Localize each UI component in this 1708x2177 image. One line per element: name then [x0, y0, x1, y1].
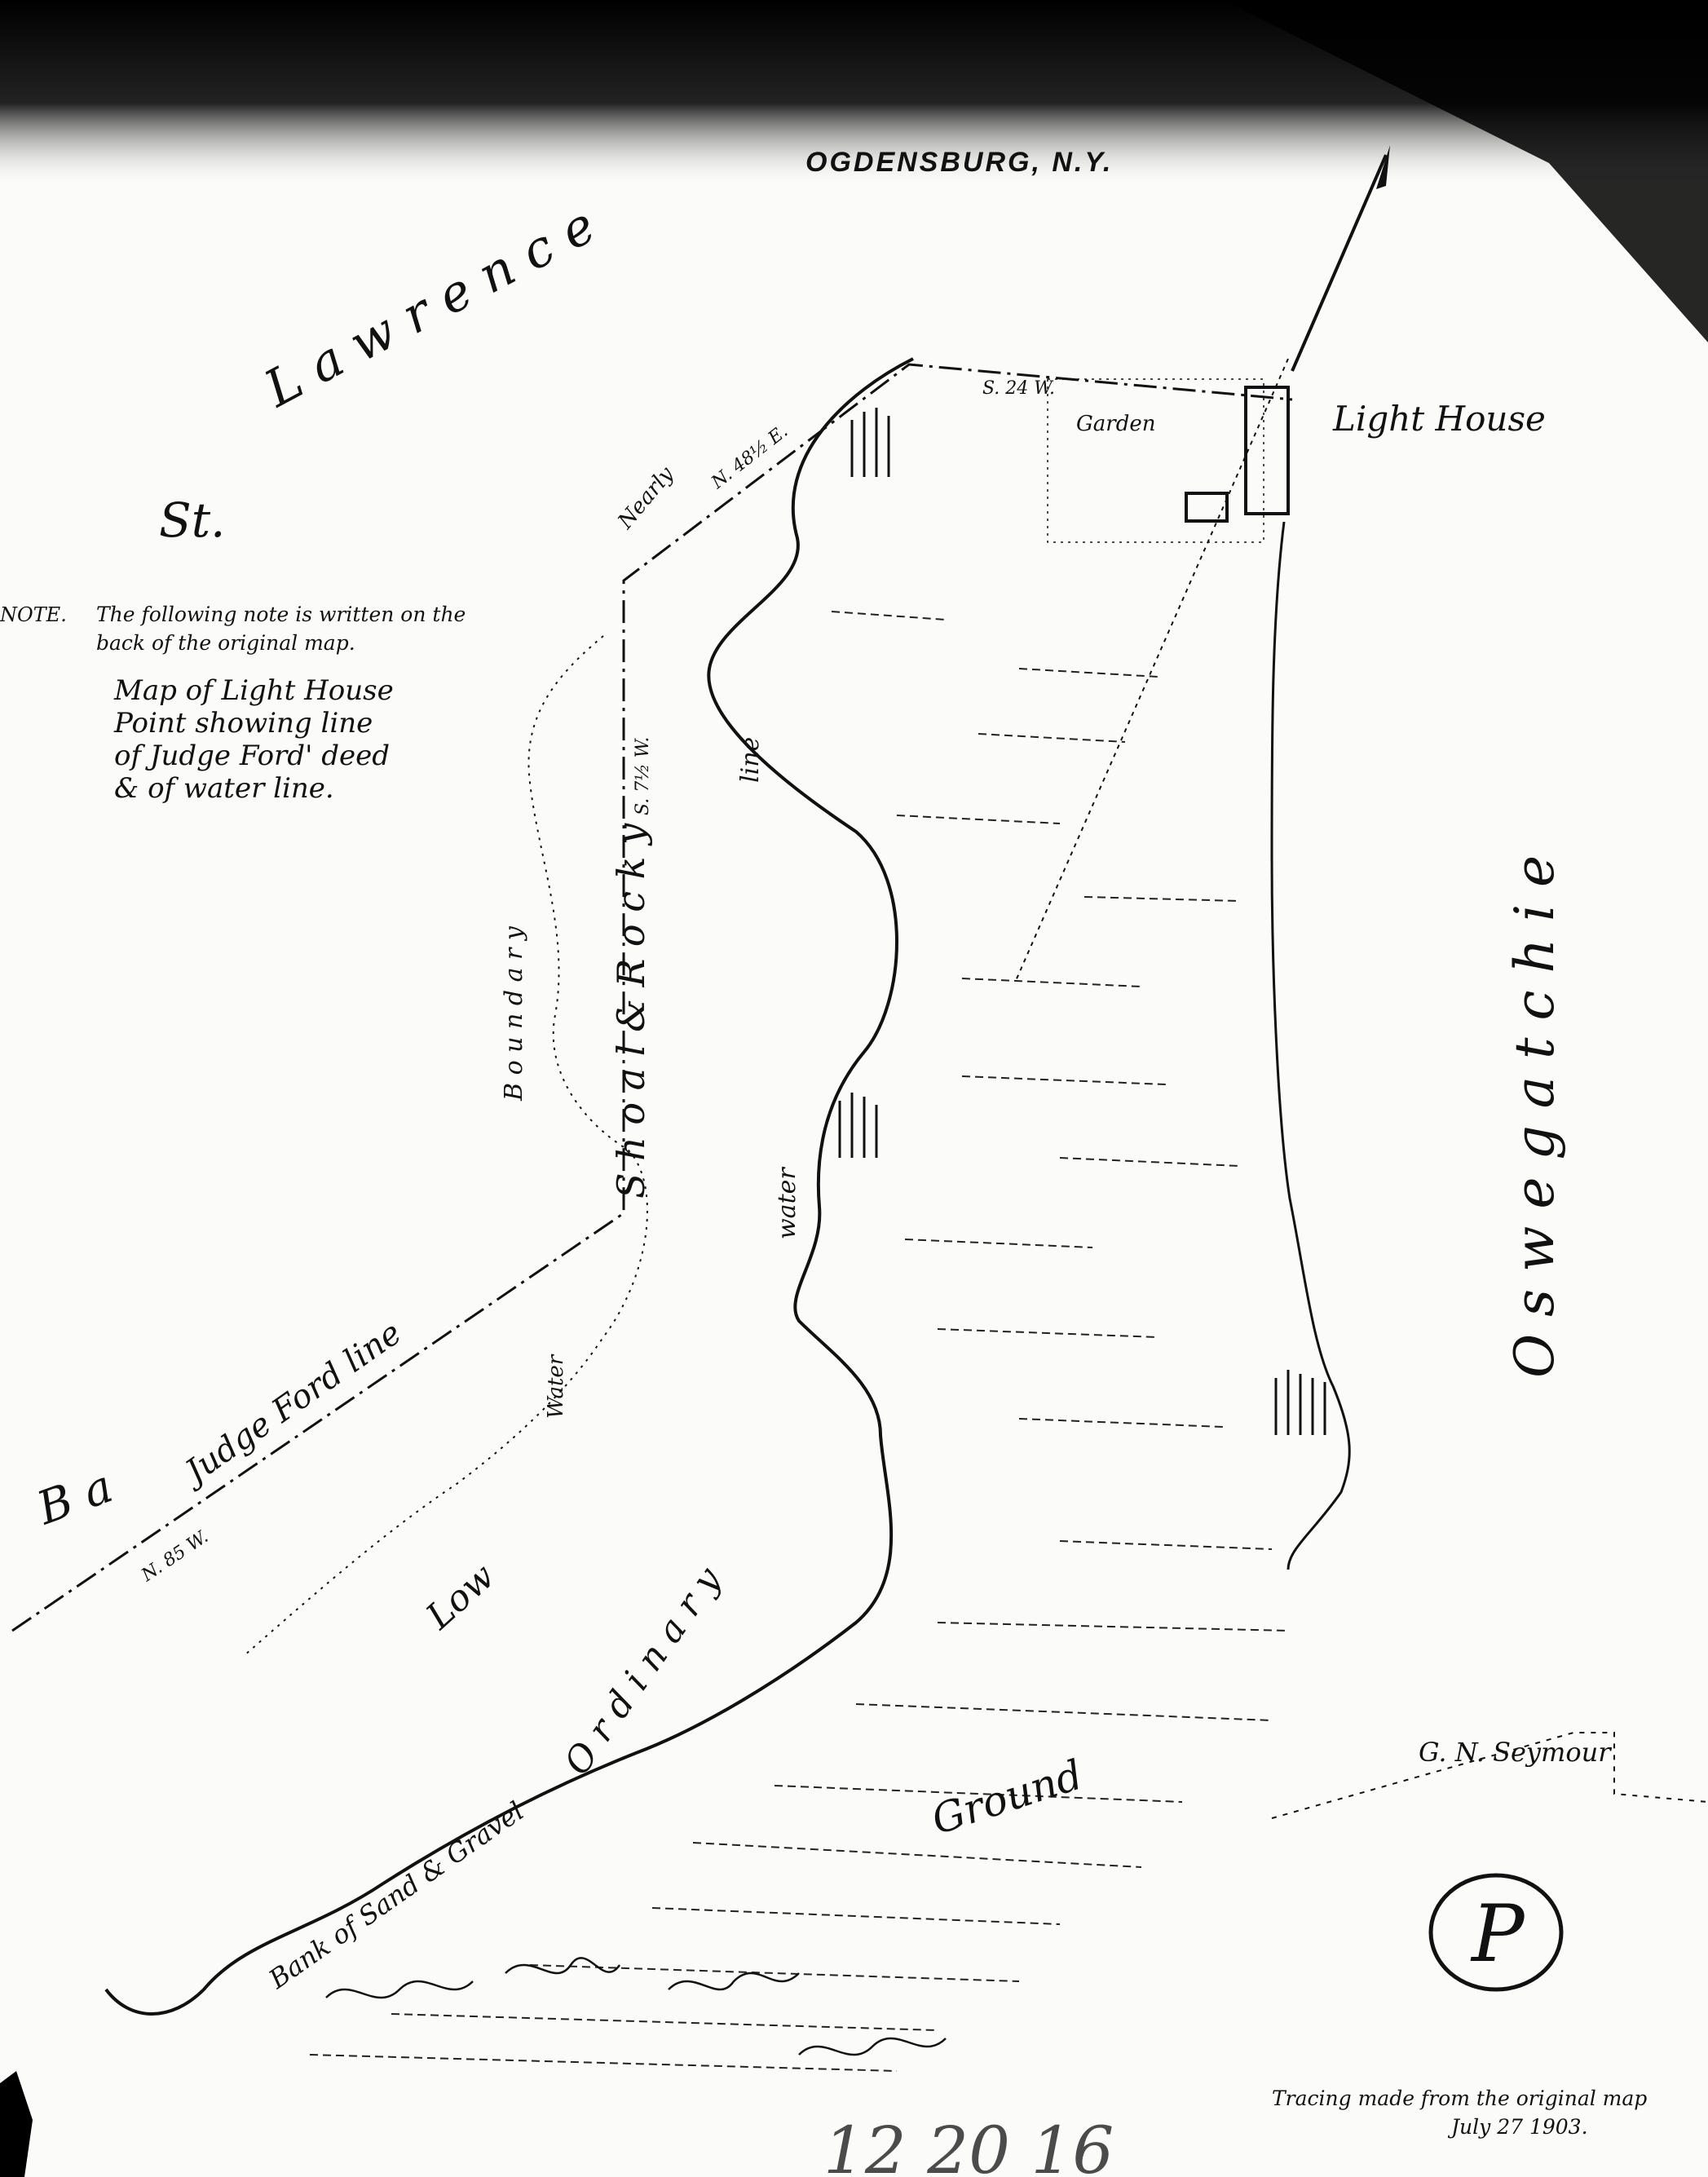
label-nearly: Nearly	[613, 462, 679, 535]
stamp-letter: P	[1470, 1888, 1525, 1980]
note-text-1: Map of Light House	[113, 674, 394, 707]
trees-north	[850, 408, 890, 477]
label-seymour: G. N. Seymour	[1419, 1737, 1612, 1768]
label-judge-ford-line: Judge Ford line	[174, 1314, 408, 1494]
label-ground: Ground	[926, 1751, 1088, 1844]
ground-hatching	[309, 611, 1289, 2072]
scan-dark-corner-bottom	[0, 2071, 33, 2177]
label-bank: Bank of Sand & Gravel	[263, 1795, 529, 1995]
scan-dark-corner	[1223, 0, 1708, 342]
label-light-house: Light House	[1332, 399, 1546, 439]
label-low-water: Water	[544, 1353, 568, 1419]
east-shore-line	[1270, 521, 1351, 1570]
label-bearing-3: S. 7½ W.	[633, 737, 653, 815]
north-arrow	[1291, 154, 1388, 372]
label-river-lawrence: L a w r e n c e	[254, 195, 605, 419]
map-title: OGDENSBURG, N.Y.	[805, 147, 1113, 178]
label-line: line	[736, 737, 765, 783]
label-water: water	[773, 1167, 801, 1239]
label-boundary: B o u n d a r y	[500, 925, 528, 1102]
handwritten-number: 12 20 16	[823, 2113, 1114, 2177]
note-text-4: & of water line.	[114, 772, 334, 805]
trees-south	[1274, 1370, 1326, 1435]
low-water-boundary	[244, 635, 648, 1656]
light-house-building	[1244, 386, 1290, 515]
judge-ford-deed-line	[11, 363, 1293, 1632]
north-arrow-head	[1376, 145, 1390, 189]
seymour-boundary	[1271, 1732, 1708, 1819]
note-text-3: of Judge Ford' deed	[114, 740, 390, 772]
label-river-st: St.	[159, 492, 225, 548]
label-bearing-4: N. 85 W.	[138, 1526, 213, 1586]
label-shoal-rocky: S h o a l & R o c k y	[609, 823, 653, 1199]
label-bearing-2: S. 24 W.	[982, 378, 1055, 399]
label-garden: Garden	[1076, 412, 1155, 436]
scribble-marks	[325, 1957, 947, 2056]
note-block: NOTE. The following note is written on t…	[0, 603, 466, 805]
label-river-oswegatchie: O s w e g a t c h i e	[1503, 855, 1566, 1378]
tracing-line-2: July 27 1903.	[1447, 2115, 1588, 2139]
stamp-seal: P	[1428, 1873, 1564, 1992]
label-low: Low	[417, 1556, 502, 1638]
note-text-2: Point showing line	[113, 707, 373, 740]
label-bearing-1: N. 48½ E.	[708, 422, 792, 494]
ordinary-water-line	[104, 357, 914, 2016]
tracing-line-1: Tracing made from the original map	[1272, 2086, 1647, 2110]
note-head: NOTE.	[0, 603, 67, 626]
note-line-2: back of the original map.	[96, 631, 355, 655]
note-line-1: The following note is written on the	[96, 603, 466, 626]
label-ba: B a	[30, 1459, 120, 1535]
trees-middle	[838, 1093, 878, 1158]
light-house-outbuilding	[1185, 492, 1229, 523]
bearing-line	[1014, 358, 1289, 983]
garden-outline	[1047, 378, 1264, 543]
